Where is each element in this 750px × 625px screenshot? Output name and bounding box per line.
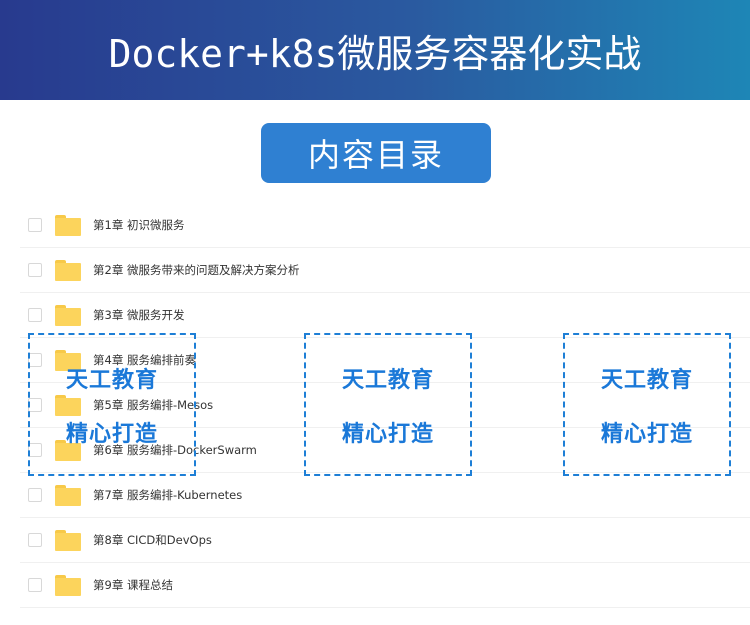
chapter-row[interactable]: 第8章 CICD和DevOps xyxy=(20,518,750,563)
folder-icon xyxy=(55,304,81,326)
chapter-row[interactable]: 第2章 微服务带来的问题及解决方案分析 xyxy=(20,248,750,293)
watermark-box: 天工教育 精心打造 xyxy=(563,333,731,476)
chapter-label: 第7章 服务编排-Kubernetes xyxy=(93,488,243,502)
row-checkbox[interactable] xyxy=(28,263,42,277)
row-checkbox[interactable] xyxy=(28,578,42,592)
watermark-box: 天工教育 精心打造 xyxy=(28,333,196,476)
folder-icon xyxy=(55,349,81,371)
chapter-label: 第5章 服务编排-Mesos xyxy=(93,398,214,412)
folder-icon xyxy=(55,214,81,236)
folder-icon xyxy=(55,259,81,281)
chapter-row[interactable]: 第7章 服务编排-Kubernetes xyxy=(20,473,750,518)
chapter-label: 第6章 服务编排-DockerSwarm xyxy=(93,443,257,457)
chapter-row[interactable]: 第4章 服务编排前奏 xyxy=(20,338,750,383)
row-checkbox[interactable] xyxy=(28,308,42,322)
chapter-row[interactable]: 第3章 微服务开发 xyxy=(20,293,750,338)
chapter-row[interactable]: 第5章 服务编排-Mesos xyxy=(20,383,750,428)
chapter-label: 第8章 CICD和DevOps xyxy=(93,533,212,547)
watermark-line2: 精心打造 xyxy=(341,421,434,447)
watermark-line2: 精心打造 xyxy=(65,421,158,447)
folder-icon xyxy=(55,394,81,416)
row-checkbox[interactable] xyxy=(28,488,42,502)
header-banner: Docker+k8s微服务容器化实战 xyxy=(0,0,750,100)
watermark-line1: 天工教育 xyxy=(341,367,434,393)
chapter-label: 第1章 初识微服务 xyxy=(93,218,185,232)
watermark-line2: 精心打造 xyxy=(600,421,693,447)
row-checkbox[interactable] xyxy=(28,218,42,232)
chapter-row[interactable]: 第1章 初识微服务 xyxy=(20,203,750,248)
chapter-row[interactable]: 第9章 课程总结 xyxy=(20,563,750,608)
folder-icon xyxy=(55,574,81,596)
course-title: Docker+k8s微服务容器化实战 xyxy=(108,31,642,76)
folder-icon xyxy=(55,484,81,506)
row-checkbox[interactable] xyxy=(28,533,42,547)
chapter-row[interactable]: 第6章 服务编排-DockerSwarm xyxy=(20,428,750,473)
chapter-label: 第3章 微服务开发 xyxy=(93,308,185,322)
watermark-line1: 天工教育 xyxy=(600,367,693,393)
watermark-box: 天工教育 精心打造 xyxy=(304,333,472,476)
folder-icon xyxy=(55,529,81,551)
chapter-label: 第2章 微服务带来的问题及解决方案分析 xyxy=(93,263,300,277)
chapter-label: 第4章 服务编排前奏 xyxy=(93,353,196,367)
chapter-label: 第9章 课程总结 xyxy=(93,578,173,592)
table-of-contents-button[interactable]: 内容目录 xyxy=(261,123,491,183)
folder-icon xyxy=(55,439,81,461)
watermark-line1: 天工教育 xyxy=(65,367,158,393)
